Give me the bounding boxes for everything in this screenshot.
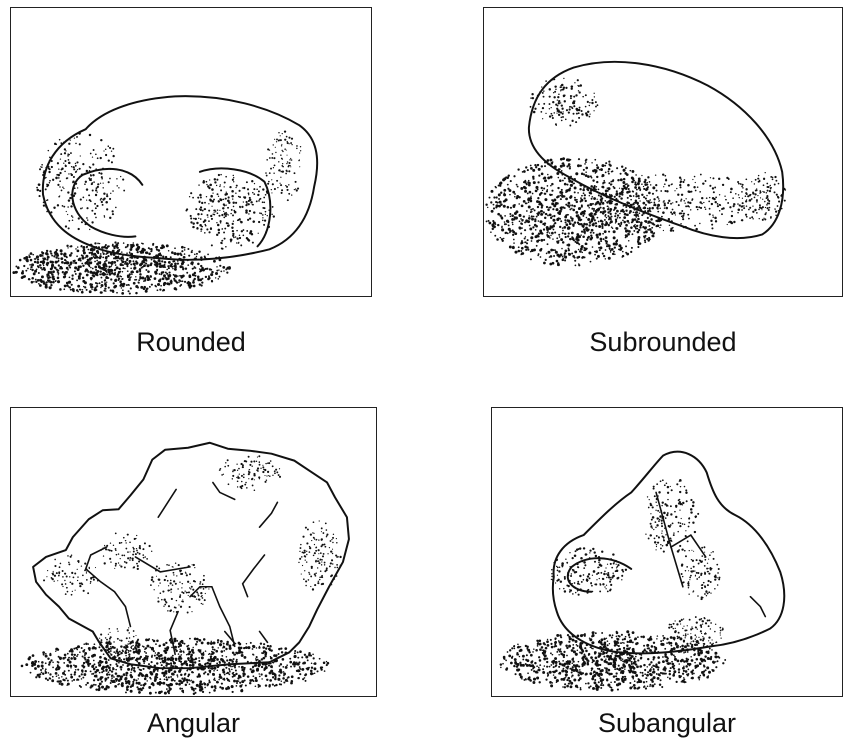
angular-grain-outline [33,443,349,668]
subrounded-grain-panel [483,7,843,297]
rounded-grain-shading-right [265,130,301,201]
angular-crack-8 [260,631,268,642]
rounded-grain-shading-left [36,132,125,230]
rounded-grain-panel [10,7,372,297]
angular-grain-panel [10,407,377,697]
angular-crack-10 [135,557,190,572]
angular-crack-4 [190,587,235,647]
subangular-grain-shading-2 [551,547,627,596]
subangular-grain-panel [491,407,843,697]
angular-crack-2 [213,482,235,499]
subrounded-grain-shading-top [530,78,599,127]
angular-crack-3 [260,502,278,527]
subangular-crack-2 [671,535,706,557]
subangular-grain-illustration [492,408,842,696]
rounded-grain-outline [43,96,317,260]
subangular-crack-1 [656,492,683,586]
rounded-label: Rounded [10,327,372,358]
subangular-grain-shading-1 [645,479,699,553]
rounded-grain-shading-inner [185,174,275,250]
angular-grain-shading-5 [298,520,341,590]
subangular-crack-3 [750,597,765,617]
rounded-grain-inner-patch [200,168,270,246]
angular-crack-1 [158,489,176,517]
angular-grain-shading-2 [100,533,152,570]
subrounded-label: Subrounded [483,327,843,358]
subangular-grain-shading-3 [681,546,721,600]
rounded-grain-illustration [11,8,371,296]
angular-crack-5 [86,547,131,626]
rounded-ground-stipple [12,241,230,294]
angular-ground-stipple [21,638,329,696]
angular-grain-shading-4 [219,455,281,491]
subrounded-grain-illustration [484,8,842,296]
angular-crack-6 [243,555,265,597]
angular-label: Angular [10,708,377,739]
angular-grain-shading-3 [150,563,209,614]
subangular-ground-stipple [500,630,727,691]
angular-grain-illustration [11,408,376,696]
subangular-grain-outline [553,452,784,654]
subrounded-ground-stipple [485,157,661,266]
subangular-label: Subangular [491,708,843,739]
angular-grain-shading-1 [43,555,99,596]
